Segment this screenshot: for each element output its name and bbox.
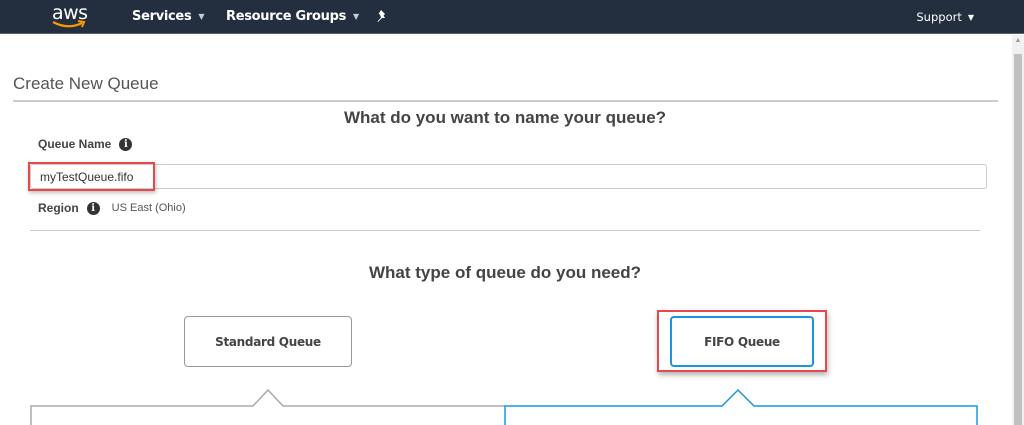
vertical-scrollbar[interactable]: ▲	[1012, 35, 1024, 425]
queue-description-panels	[30, 388, 978, 425]
section-divider	[30, 230, 980, 231]
queue-name-input[interactable]	[30, 164, 987, 189]
type-section-heading: What type of queue do you need?	[369, 263, 641, 282]
pin-icon[interactable]	[376, 10, 388, 23]
info-icon[interactable]: i	[86, 201, 100, 215]
standard-panel-border	[30, 388, 505, 425]
chevron-down-icon: ▼	[198, 12, 205, 21]
fifo-panel-border	[504, 388, 978, 425]
name-section-heading: What do you want to name your queue?	[343, 108, 667, 127]
top-navigation-bar: aws Services ▼ Resource Groups ▼ Support…	[0, 0, 1024, 34]
chevron-down-icon: ▼	[967, 12, 974, 22]
support-menu[interactable]: Support ▼	[916, 10, 974, 24]
services-label: Services	[132, 9, 192, 24]
region-row: Region i US East (Ohio)	[38, 201, 186, 215]
resource-groups-menu[interactable]: Resource Groups ▼	[226, 9, 359, 24]
title-divider	[13, 100, 998, 102]
info-icon[interactable]: i	[119, 137, 133, 151]
scrollbar-thumb[interactable]	[1014, 54, 1022, 425]
standard-queue-button[interactable]: Standard Queue	[184, 316, 352, 367]
aws-logo-text: aws	[52, 2, 88, 24]
page-title: Create New Queue	[13, 74, 159, 93]
aws-smile-icon	[52, 20, 86, 28]
fifo-queue-button[interactable]: FIFO Queue	[670, 316, 814, 367]
region-label: Region	[38, 201, 79, 215]
services-menu[interactable]: Services ▼	[132, 9, 205, 24]
queue-name-label: Queue Name	[38, 137, 112, 151]
aws-logo[interactable]: aws	[50, 2, 88, 31]
resource-groups-label: Resource Groups	[226, 9, 347, 24]
queue-name-label-row: Queue Name i	[38, 137, 133, 151]
region-value: US East (Ohio)	[111, 202, 186, 214]
scroll-up-arrow-icon[interactable]: ▲	[1014, 37, 1022, 44]
chevron-down-icon: ▼	[353, 12, 359, 21]
support-label: Support	[916, 10, 962, 24]
